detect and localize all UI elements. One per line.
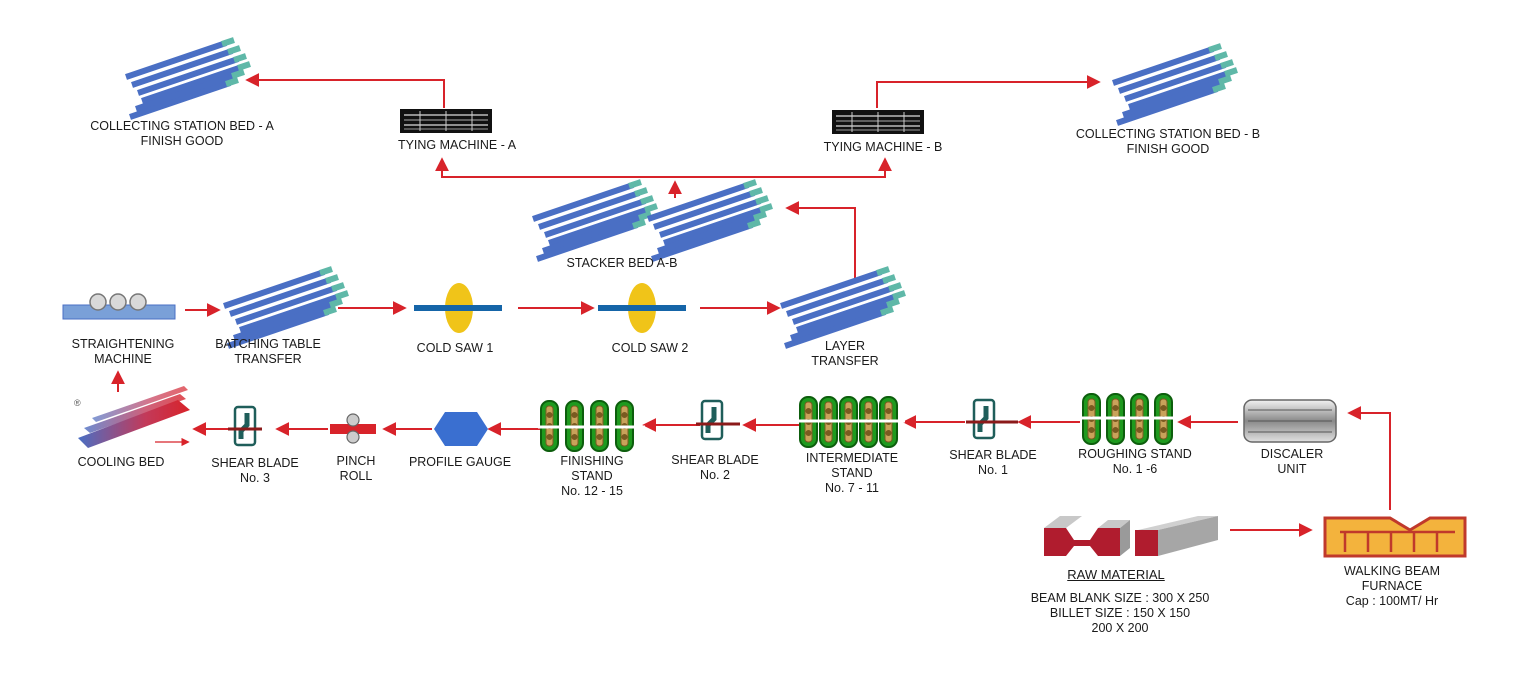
cooling-bed-icon: ® — [74, 386, 190, 448]
arrow-tying-b-to-collect-b — [876, 75, 1101, 108]
stacker-label: STACKER BED A-B — [566, 256, 678, 270]
flow-arrows — [111, 73, 1391, 537]
cold-saw-2-icon — [598, 283, 686, 333]
arrow-tying-a-to-collect-a — [245, 73, 445, 108]
pinch-roll-icon — [330, 413, 376, 444]
batching-table-icon — [224, 269, 348, 346]
shear-blade-1-icon — [974, 400, 994, 438]
arrow-to-tying-a — [435, 157, 675, 178]
arrow-to-tying-b — [675, 157, 892, 178]
arrow-layer-to-stacker — [785, 201, 856, 278]
layer-transfer-icon — [781, 269, 905, 346]
shear-blade-2-icon — [702, 401, 722, 439]
tying-a-label: TYING MACHINE - A — [397, 138, 517, 152]
walking-beam-furnace-icon — [1323, 516, 1467, 558]
stacker-bed-a-icon — [533, 182, 657, 259]
shear-blade-3-icon — [235, 407, 255, 445]
svg-text:®: ® — [74, 398, 81, 408]
tying-b-label: TYING MACHINE - B — [823, 140, 943, 154]
collecting-bed-a-icon — [126, 40, 250, 117]
arrow-furnace-to-discaler — [1347, 406, 1391, 510]
tying-machine-a-icon — [399, 108, 493, 134]
cooling-bed-label: COOLING BED — [77, 455, 165, 469]
billet-icon — [1135, 516, 1218, 556]
cold-saw-2-label: COLD SAW 2 — [611, 341, 689, 355]
cold-saw-1-label: COLD SAW 1 — [416, 341, 494, 355]
straightening-machine-icon — [62, 293, 176, 320]
beam-blank-icon — [1044, 516, 1130, 556]
raw-material-heading: RAW MATERIAL — [1067, 567, 1165, 582]
profile-gauge-icon — [434, 412, 488, 446]
discaler-unit-icon — [1243, 399, 1337, 443]
collecting-bed-b-icon — [1113, 46, 1237, 123]
tying-machine-b-icon — [831, 109, 925, 135]
cold-saw-1-icon — [414, 283, 502, 333]
profile-gauge-label: PROFILE GAUGE — [408, 455, 512, 469]
stacker-bed-b-icon — [648, 182, 772, 259]
